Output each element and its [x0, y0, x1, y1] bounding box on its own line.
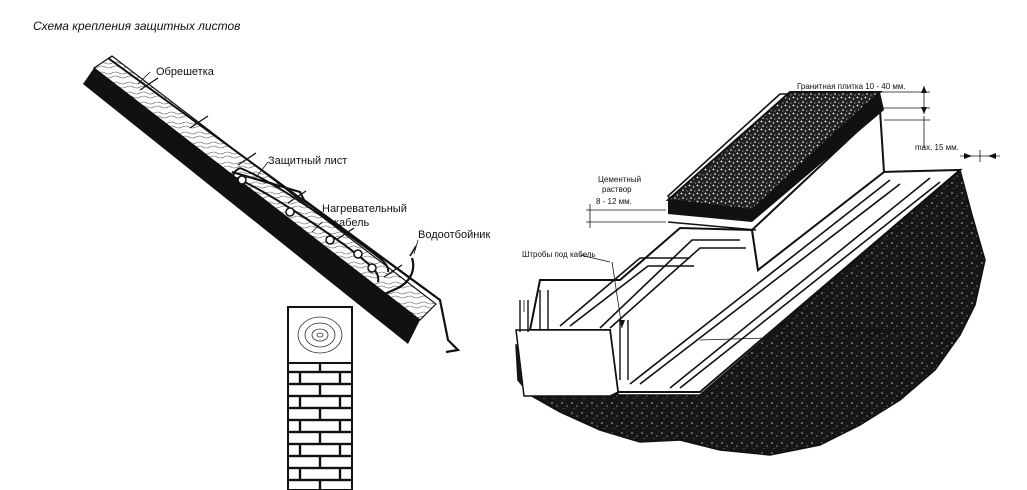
rafter	[83, 68, 420, 344]
label-heating-cable-2: кабель	[334, 217, 370, 229]
wall-plate	[287, 306, 353, 364]
clip-icon	[237, 175, 247, 185]
label-cement-mortar: Цементный	[598, 175, 641, 184]
clip-icon	[367, 263, 377, 273]
label-cable-grooves: Штробы под кабель	[522, 250, 596, 259]
label-cement-mortar-2: раствор	[602, 185, 632, 194]
heating-cable	[232, 167, 390, 283]
label-laying-pitch: Шаг укладки (h)	[846, 326, 905, 335]
drip-edge	[379, 257, 415, 298]
label-protective-sheet: Защитный лист	[268, 155, 347, 167]
riser	[750, 107, 886, 272]
concrete-base	[515, 168, 986, 456]
brick-wall	[287, 359, 353, 490]
protective-sheet	[231, 170, 461, 354]
label-lathing: Обрешетка	[156, 66, 215, 78]
label-max-offset: max. 15 мм.	[915, 143, 959, 152]
diagram-title: Схема крепления защитных листов	[33, 19, 240, 33]
label-cement-thickness: 8 - 12 мм.	[596, 197, 632, 206]
clip-icon	[285, 207, 295, 217]
label-granite-tile: Гранитная плитка 10 - 40 мм.	[797, 82, 906, 91]
clip-icon	[353, 249, 363, 259]
label-heating-cable: Нагревательный	[322, 203, 407, 215]
stair-step-drawing: Гранитная плитка 10 - 40 мм. max. 15 мм.…	[515, 82, 1000, 456]
clip-icon	[325, 235, 335, 245]
label-drip-edge: Водоотбойник	[418, 229, 490, 241]
roof-eave-drawing: Обрешетка Защитный лист Нагревательный к…	[83, 55, 490, 490]
roof-lathing	[92, 55, 437, 321]
